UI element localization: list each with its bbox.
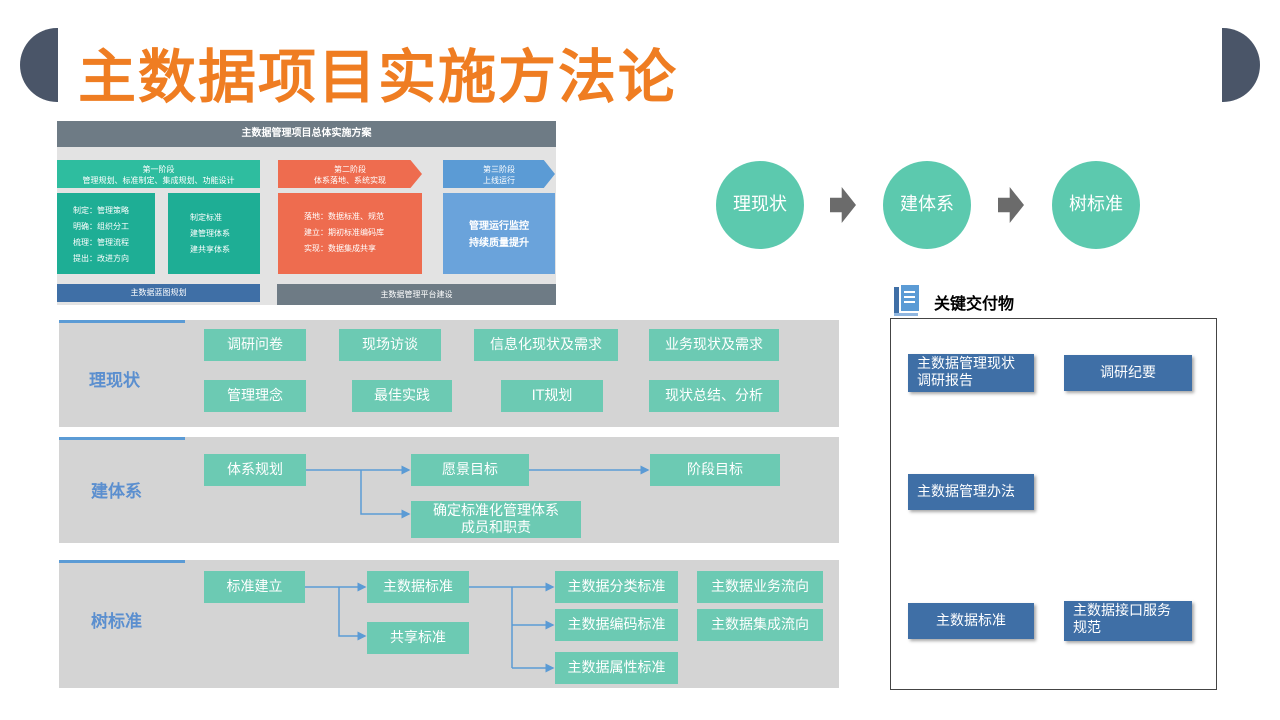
node-stage-goal: 阶段目标 [650,454,780,486]
right-decoration [1222,28,1260,102]
item-concept: 管理理念 [204,380,306,412]
phase-1-tasks: 制定：管理策略 明确：组织分工 梳理：管理流程 提出：改进方向 [57,193,155,274]
platform-bar: 主数据管理平台建设 [277,284,556,305]
item-survey: 调研问卷 [204,329,306,361]
node-org: 确定标准化管理体系 成员和职责 [411,501,581,538]
node-org-line: 确定标准化管理体系 [433,503,559,519]
phase-3-desc: 上线运行 [483,176,515,185]
phase-2-title: 第二阶段 [334,165,366,174]
section-label: 树标准 [91,612,142,632]
phase-1-title: 第一阶段 [142,165,175,174]
deliverables-title: 关键交付物 [934,294,1015,313]
node-class-standard: 主数据分类标准 [555,571,678,603]
connector-lines [305,582,555,673]
deliverable-md-standard: 主数据标准 [908,603,1034,639]
task-line: 建立：期初标准编码库 [304,228,384,237]
task-line: 制定标准 [190,213,222,222]
phase-1-systems: 制定标准 建管理体系 建共享体系 [168,193,260,274]
node-attr-standard: 主数据属性标准 [555,652,678,684]
blueprint-bar: 主数据蓝图规划 [57,284,260,302]
section-label: 建体系 [91,482,142,502]
task-line: 建管理体系 [190,229,230,238]
phase-2-banner: 第二阶段 体系落地、系统实现 [278,160,422,188]
page-title: 主数据项目实施方法论 [78,43,679,111]
node-integration-flow: 主数据集成流向 [697,609,823,641]
flow-step-1: 理现状 [716,161,804,249]
task-line: 实现：数据集成共享 [304,244,376,253]
task-line: 明确：组织分工 [73,222,129,231]
phase-3-banner: 第三阶段 上线运行 [443,160,555,188]
deliverable-line: 规范 [1073,620,1101,636]
section-build-system: 建体系 体系规划 愿景目标 阶段目标 确定标准化管理体系 成员和职责 [59,437,839,543]
section-current-state: 理现状 调研问卷 现场访谈 信息化现状及需求 业务现状及需求 管理理念 最佳实践… [59,320,839,427]
node-code-standard: 主数据编码标准 [555,609,678,641]
node-system-plan: 体系规划 [204,454,306,486]
task-line: 梳理：管理流程 [73,238,129,247]
task-line: 制定：管理策略 [73,206,129,215]
item-summary: 现状总结、分析 [649,380,779,412]
phase-3-title: 第三阶段 [483,165,515,174]
section-standards: 树标准 标准建立 主数据标准 共享标准 主数据分类标准 主数据编码标准 主数据属… [59,560,839,688]
phase-1-desc: 管理规划、标准制定、集成规划、功能设计 [82,176,235,185]
overview-header: 主数据管理项目总体实施方案 [57,121,556,147]
deliverable-line: 主数据管理现状 [917,356,1015,372]
deliverable-management-measures: 主数据管理办法 [908,474,1034,510]
arrow-right-icon [830,187,856,223]
phase-2-desc: 体系落地、系统实现 [314,176,386,185]
node-standard-setup: 标准建立 [204,571,305,603]
deliverable-status-report: 主数据管理现状 调研报告 [908,354,1034,392]
item-it-plan: IT规划 [501,380,603,412]
node-biz-flow: 主数据业务流向 [697,571,823,603]
task-line: 提出：改进方向 [73,254,129,263]
left-decoration [20,28,58,102]
item-best-practice: 最佳实践 [352,380,452,412]
deliverable-interface-spec: 主数据接口服务 规范 [1064,601,1192,641]
phase-2-tasks: 落地：数据标准、规范 建立：期初标准编码库 实现：数据集成共享 [278,193,422,274]
section-accent-line [59,437,185,440]
deliverable-line: 主数据接口服务 [1073,603,1171,619]
section-accent-line [59,320,185,323]
item-biz-status: 业务现状及需求 [649,329,779,361]
connector-lines [306,465,650,519]
document-icon [894,285,919,316]
section-accent-line [59,560,185,563]
flow-step-3: 树标准 [1052,161,1140,249]
item-it-status: 信息化现状及需求 [474,329,618,361]
node-vision: 愿景目标 [411,454,529,486]
task-line: 建共享体系 [190,245,230,254]
phase-1-banner: 第一阶段 管理规划、标准制定、集成规划、功能设计 [57,160,260,188]
deliverables-panel: 主数据管理现状 调研报告 调研纪要 主数据管理办法 主数据标准 主数据接口服务 … [890,318,1217,690]
section-label: 理现状 [89,371,140,391]
node-share-standard: 共享标准 [367,622,469,654]
deliverable-survey-minutes: 调研纪要 [1064,355,1192,391]
task-line: 持续质量提升 [469,238,529,249]
flow-step-2: 建体系 [883,161,971,249]
deliverable-line: 调研报告 [917,373,973,389]
task-line: 落地：数据标准、规范 [304,212,384,221]
item-interview: 现场访谈 [339,329,441,361]
arrow-right-icon [998,187,1024,223]
node-org-line: 成员和职责 [461,520,531,536]
phase-3-tasks: 管理运行监控 持续质量提升 [443,193,555,274]
node-md-standard: 主数据标准 [367,571,469,603]
task-line: 管理运行监控 [469,221,529,232]
